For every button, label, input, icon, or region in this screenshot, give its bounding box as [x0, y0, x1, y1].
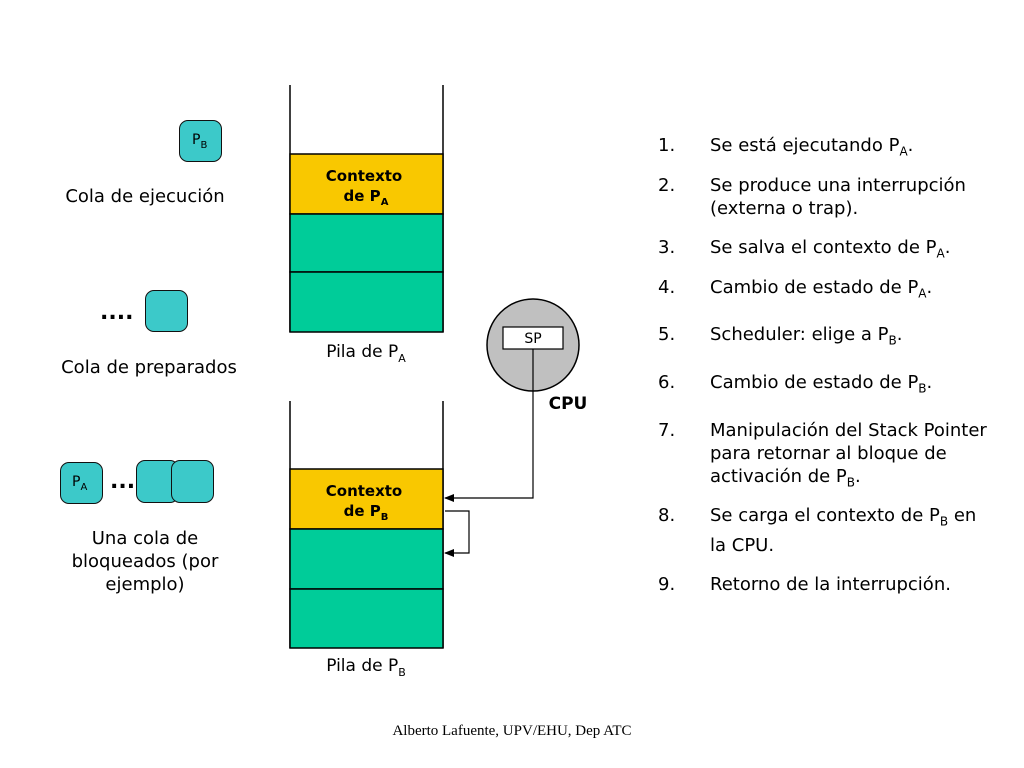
step-item: 2. Se produce una interrupción (externa o… [658, 174, 998, 227]
stack-a-frame [289, 271, 444, 333]
blocked-queue-dots: ... [110, 469, 136, 494]
step-number: 7. [658, 419, 676, 441]
stack-a: Contexto de PA Pila de PA [289, 85, 444, 365]
stack-a-context-line1: Contexto [326, 167, 403, 185]
step-item: 7. Manipulación del Stack Pointer para re… [658, 419, 998, 495]
running-queue-token-pb: PB [179, 120, 222, 162]
blocked-queue-label: Una cola de bloqueados (por ejemplo) [40, 527, 250, 596]
step-item: 9. Retorno de la interrupción. [658, 573, 998, 603]
step-number: 8. [658, 505, 676, 527]
ready-queue-label: Cola de preparados [61, 357, 237, 378]
sp-pointer-arrow [444, 349, 534, 502]
step-item: 4. Cambio de estado de PA. [658, 276, 998, 306]
stack-pointer-move-arrow [444, 510, 470, 557]
step-text: Retorno de la interrupción. [710, 573, 951, 595]
step-item: 6. Cambio de estado de PB. [658, 371, 998, 401]
step-number: 2. [658, 174, 676, 196]
token-label: PA [72, 474, 88, 493]
step-item: 5. Scheduler: elige a PB. [658, 323, 998, 353]
blocked-queue-token [171, 460, 214, 503]
step-item: 8. Se carga el contexto de PB en la CPU. [658, 504, 998, 557]
blocked-label-line: bloqueados (por [71, 551, 219, 572]
cpu-label: CPU [549, 394, 588, 414]
step-number: 6. [658, 371, 676, 393]
footer-credit: Alberto Lafuente, UPV/EHU, Dep ATC [392, 723, 632, 739]
stack-b: Contexto de PB Pila de PB [289, 401, 444, 679]
blocked-label-line: Una cola de [91, 528, 199, 549]
step-number: 5. [658, 324, 676, 346]
step-text: Se salva el contexto de PA. [710, 237, 951, 261]
token-label: PB [192, 132, 208, 151]
step-number: 4. [658, 276, 676, 298]
stack-b-label: Pila de PB [326, 656, 406, 679]
stack-a-context-frame [289, 153, 444, 215]
ready-queue-dots: .... [100, 300, 134, 325]
step-text: Cambio de estado de PB. [710, 371, 933, 396]
step-number: 3. [658, 237, 676, 259]
stack-b-context-line2: de PB [344, 502, 389, 523]
sp-register-label: SP [524, 331, 541, 347]
stack-a-label: Pila de PA [326, 342, 406, 365]
stack-a-context-line2: de PA [344, 187, 389, 208]
step-text: Se está ejecutando PA. [710, 135, 914, 159]
blocked-queue-token-pa: PA [60, 462, 103, 504]
blocked-label-line: ejemplo) [105, 574, 185, 595]
running-queue-label: Cola de ejecución [65, 186, 225, 207]
stack-b-frame [289, 588, 444, 649]
steps-list: 1. Se está ejecutando PA. 2. Se produce un… [658, 134, 998, 612]
step-text: Manipulación del Stack Pointer para reto… [710, 419, 987, 490]
step-number: 1. [658, 135, 676, 156]
step-item: 1. Se está ejecutando PA. [658, 134, 998, 164]
stack-b-context-line1: Contexto [326, 482, 403, 500]
step-text: Se produce una interrupción (externa o t… [710, 174, 966, 219]
step-item: 3. Se salva el contexto de PA. [658, 236, 998, 266]
stack-b-frame [289, 528, 444, 590]
stack-a-frame [289, 213, 444, 273]
step-text: Scheduler: elige a PB. [710, 324, 903, 348]
step-text: Cambio de estado de PA. [710, 276, 933, 301]
ready-queue-token [145, 290, 188, 332]
step-number: 9. [658, 573, 676, 595]
step-text: Se carga el contexto de PB en la CPU. [710, 505, 977, 556]
cpu: SP CPU [486, 298, 588, 414]
